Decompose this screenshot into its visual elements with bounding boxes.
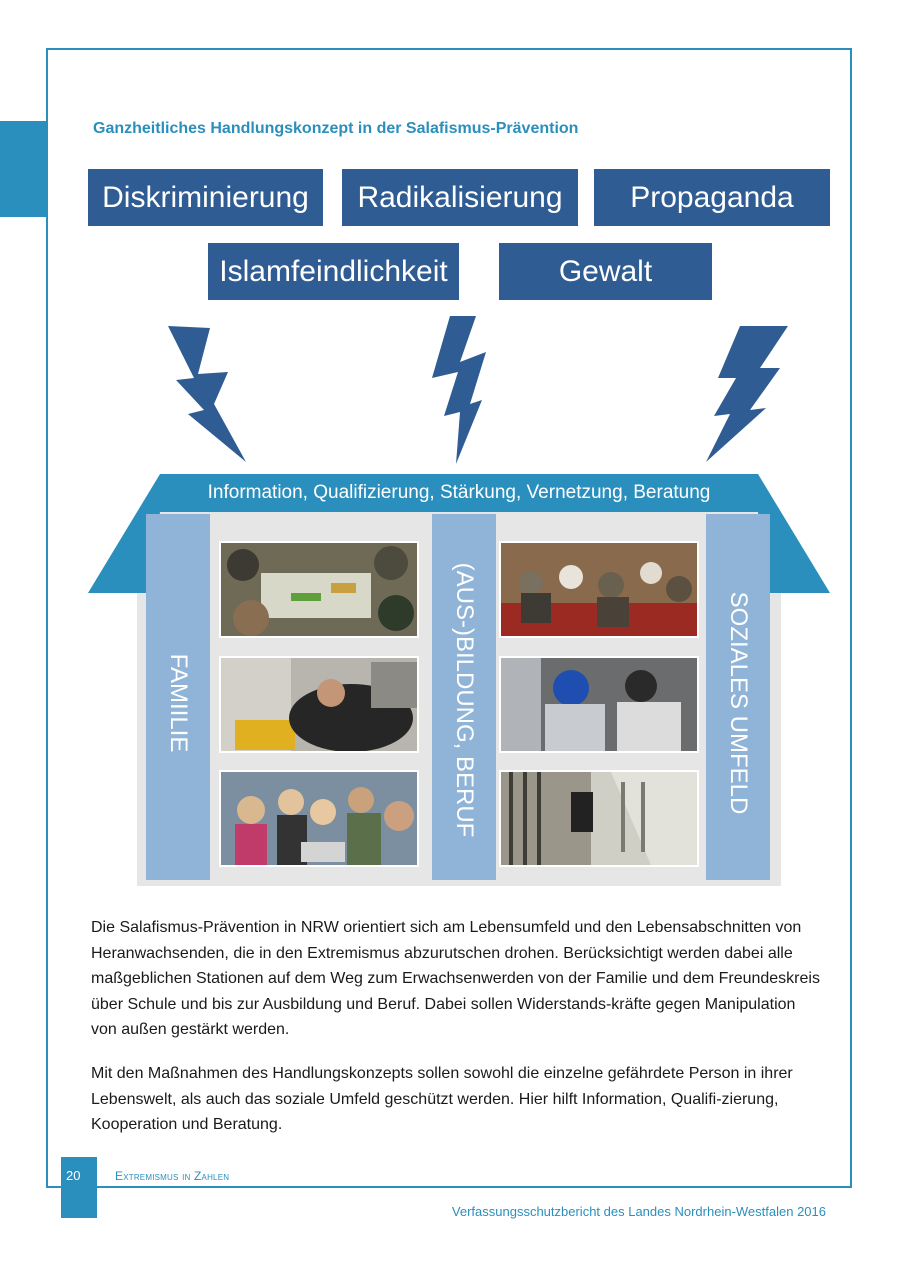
- photo-welding-workers: [499, 656, 699, 753]
- pillar-soziales-umfeld: [706, 514, 770, 880]
- pillar-label-familie: FAMIILIE: [165, 653, 192, 753]
- threat-box-radikalisierung: Radikalisierung: [342, 169, 578, 226]
- lightning-bolt-icon: [432, 316, 486, 464]
- threat-box-diskriminierung: Diskriminierung: [88, 169, 323, 226]
- house-roof: [88, 474, 830, 593]
- threat-box-propaganda: Propaganda: [594, 169, 830, 226]
- body-paragraph: Mit den Maßnahmen des Handlungskonzepts …: [91, 1061, 821, 1138]
- pillar-familie: [146, 514, 210, 880]
- body-paragraph: Die Salafismus-Prävention in NRW orienti…: [91, 915, 821, 1043]
- chapter-tab: [0, 121, 46, 217]
- roof-label: Information, Qualifizierung, Stärkung, V…: [207, 482, 711, 503]
- photo-teens-laptop: [219, 770, 419, 867]
- running-head: Extremismus in Zahlen: [115, 1169, 230, 1183]
- page-frame: [46, 48, 852, 1188]
- page-number: 20: [66, 1168, 81, 1183]
- page-number-box: [61, 1157, 97, 1218]
- photo-group-floor-activity: [219, 541, 419, 638]
- photo-mosque-prayer: [499, 541, 699, 638]
- publication-footer: Verfassungsschutzbericht des Landes Nord…: [451, 1204, 826, 1219]
- threat-box-gewalt: Gewalt: [499, 243, 712, 300]
- paragraph-text: Die Salafismus-Prävention in NRW orienti…: [91, 919, 820, 1038]
- pillar-label-ausbildung: (AUS-)BILDUNG, BERUF: [451, 562, 478, 838]
- photo-stressed-student: [219, 656, 419, 753]
- pillar-label-soziales-umfeld: SOZIALES UMFELD: [725, 591, 752, 815]
- lightning-bolt-icon: [706, 326, 788, 462]
- photo-prison-corridor: [499, 770, 699, 867]
- paragraph-text: Mit den Maßnahmen des Handlungskonzepts …: [91, 1065, 793, 1133]
- pillar-ausbildung: [432, 514, 496, 880]
- threat-box-islamfeindlichkeit: Islamfeindlichkeit: [208, 243, 459, 300]
- section-title: Ganzheitliches Handlungskonzept in der S…: [93, 120, 579, 137]
- lightning-bolt-icon: [168, 326, 246, 462]
